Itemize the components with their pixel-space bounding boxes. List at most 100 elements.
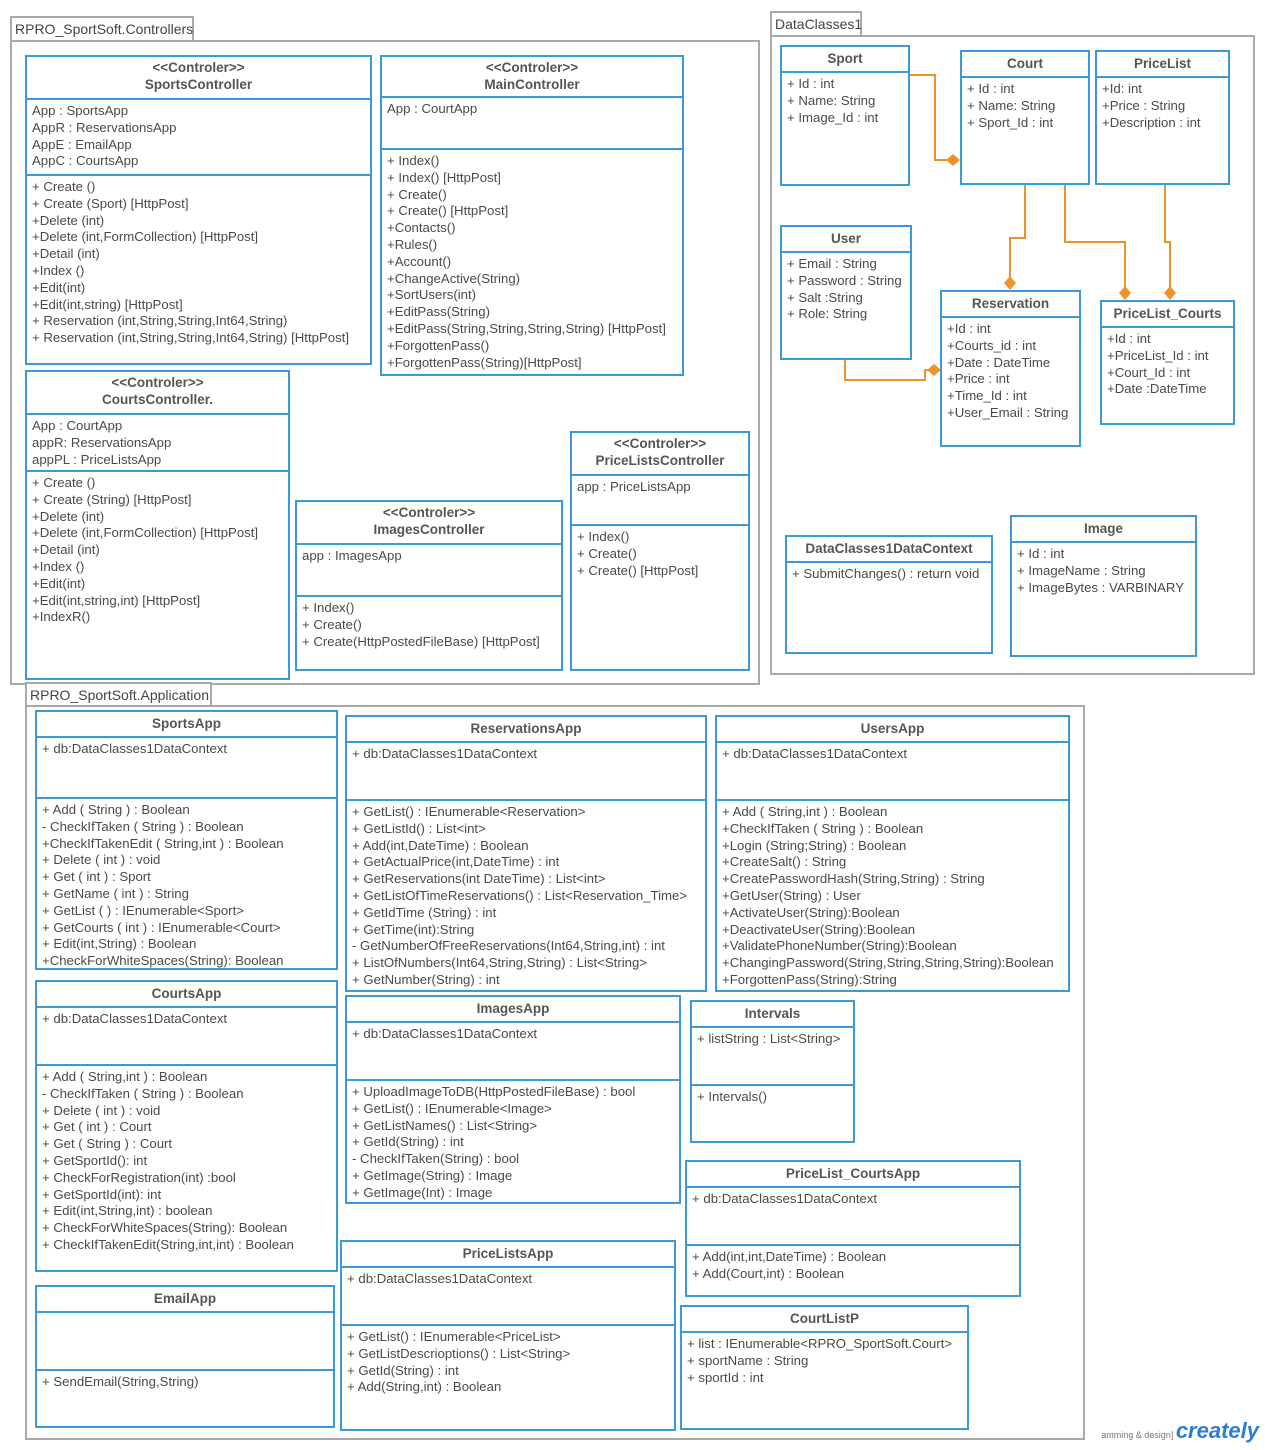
- member-line: + SendEmail(String,String): [42, 1374, 199, 1389]
- member-line: +Courts_id : int: [947, 337, 1037, 353]
- member-line: + db:DataClasses1DataContext: [722, 746, 908, 761]
- member-line: App : CourtApp: [32, 418, 123, 433]
- member-line: + Create() [HttpPost]: [577, 562, 699, 578]
- member-line: +Edit(int): [32, 575, 86, 591]
- class-name: User: [830, 231, 862, 246]
- member-line: + db:DataClasses1DataContext: [347, 1271, 533, 1286]
- member-line: + db:DataClasses1DataContext: [42, 741, 228, 756]
- class-sportsapp[interactable]: SportsApp+ db:DataClasses1DataContext+ A…: [35, 710, 338, 970]
- member-line: + CheckForRegistration(int) :bool: [42, 1169, 236, 1185]
- member-line: + Create(): [577, 545, 637, 561]
- member-line: +Delete (int,FormCollection) [HttpPost]: [32, 229, 259, 245]
- member-line: +Description : int: [1102, 114, 1201, 130]
- member-line: + Get ( int ) : Court: [42, 1119, 152, 1135]
- member-line: + GetId(String) : int: [352, 1134, 464, 1150]
- member-line: + GetListId() : List<int>: [352, 820, 486, 836]
- members-section: + Id : int+ Name: String+ Sport_Id : int: [962, 78, 1088, 183]
- class-pricelistsapp[interactable]: PriceListsApp + db:DataClasses1DataContex…: [340, 1240, 676, 1431]
- class-court[interactable]: Court + Id : int+ Name: String+ Sport_Id …: [960, 50, 1090, 185]
- class-sport[interactable]: Sport+ Id : int+ Name: String+ Image_Id …: [780, 45, 910, 186]
- class-name: Court: [1007, 56, 1043, 71]
- class-emailapp[interactable]: EmailApp+ SendEmail(String,String): [35, 1285, 335, 1428]
- members-section: +Id: int+Price : String+Description : in…: [1097, 78, 1228, 183]
- member-line: +Date : DateTime: [947, 354, 1051, 370]
- member-line: +Detail (int): [32, 542, 100, 558]
- class-header: Sport: [782, 47, 908, 73]
- class-header: CourtListP: [682, 1307, 967, 1333]
- attributes-section: + db:DataClasses1DataContext: [687, 1188, 1019, 1246]
- member-line: + Create(): [302, 616, 362, 632]
- class-header: Image: [1012, 517, 1195, 543]
- member-line: +Id : int: [1107, 331, 1151, 346]
- class-imagesapp[interactable]: ImagesApp+ db:DataClasses1DataContext+ U…: [345, 995, 681, 1204]
- class-header: Reservation: [942, 292, 1079, 318]
- attributes-section: app : ImagesApp: [297, 545, 561, 597]
- member-line: + Index(): [387, 153, 440, 168]
- class-intervals[interactable]: Intervals+ listString : List<String>+ In…: [690, 1000, 855, 1143]
- member-line: + Add(int,int,DateTime) : Boolean: [692, 1249, 887, 1264]
- member-line: + Get ( int ) : Sport: [42, 869, 151, 885]
- members-section: + Id : int+ Name: String+ Image_Id : int: [782, 73, 908, 184]
- class-image[interactable]: Image+ Id : int+ ImageName : String+ Ima…: [1010, 515, 1197, 657]
- class-header: ImagesApp: [347, 997, 679, 1023]
- class-courtscontroller[interactable]: <<Controler>>CourtsController.App : Cour…: [25, 370, 290, 680]
- member-line: +Delete (int): [32, 212, 105, 228]
- class-courtsapp[interactable]: CourtsApp+ db:DataClasses1DataContext+ A…: [35, 980, 338, 1272]
- attributes-section: + db:DataClasses1DataContext: [347, 1023, 679, 1081]
- member-line: +Delete (int,FormCollection) [HttpPost]: [32, 525, 259, 541]
- member-line: + SubmitChanges() : return void: [792, 566, 980, 581]
- member-line: + listString : List<String>: [697, 1031, 841, 1046]
- class-pricelist-courtsapp[interactable]: PriceList_CourtsApp+ db:DataClasses1Data…: [685, 1160, 1021, 1297]
- class-name: Image: [1083, 521, 1124, 536]
- package-tab-controllers: RPRO_SportSoft.Controllers: [10, 16, 194, 40]
- member-line: + GetList ( ) : IEnumerable<Sport>: [42, 902, 244, 918]
- member-line: + Add(int,DateTime) : Boolean: [352, 837, 529, 853]
- class-user[interactable]: User+ Email : String+ Password : String+…: [780, 225, 912, 360]
- member-line: + GetListOfTimeReservations() : List<Res…: [352, 887, 688, 903]
- class-reservationsapp[interactable]: ReservationsApp+ db:DataClasses1DataCont…: [345, 715, 707, 992]
- member-line: +GetUser(String) : User: [722, 887, 861, 903]
- member-line: + Delete ( int ) : void: [42, 852, 161, 868]
- member-line: + Create (): [32, 475, 96, 490]
- class-pricelist-courts[interactable]: PriceList_Courts+Id : int+PriceList_Id :…: [1100, 300, 1235, 425]
- member-line: +EditPass(String,String,String,String) […: [387, 320, 666, 336]
- attributes-section: + db:DataClasses1DataContext: [347, 743, 705, 801]
- member-line: +CreatePasswordHash(String,String) : Str…: [722, 871, 985, 887]
- member-line: + Create(HttpPostedFileBase) [HttpPost]: [302, 633, 540, 649]
- member-line: + Create(): [387, 186, 447, 202]
- attributes-section: app : PriceListsApp: [572, 476, 748, 526]
- member-line: + list : IEnumerable<RPRO_SportSoft.Cour…: [687, 1336, 952, 1351]
- class-name: PriceListsApp: [462, 1246, 554, 1261]
- member-line: + GetIdTime (String) : int: [352, 904, 497, 920]
- member-line: + Index() [HttpPost]: [387, 169, 501, 185]
- class-header: PriceListsApp: [342, 1242, 674, 1268]
- member-line: + GetImage(Int) : Image: [352, 1184, 493, 1200]
- member-line: +ActivateUser(String):Boolean: [722, 904, 900, 920]
- class-pricelist[interactable]: PriceList+Id: int+Price : String+Descrip…: [1095, 50, 1230, 185]
- class-datacontext[interactable]: DataClasses1DataContext+ SubmitChanges()…: [785, 535, 993, 654]
- class-usersapp[interactable]: UsersApp + db:DataClasses1DataContext + Ad…: [715, 715, 1070, 992]
- member-line: appR: ReservationsApp: [32, 434, 172, 450]
- member-line: + Reservation (int,String,String,Int64,S…: [32, 330, 350, 346]
- member-line: + CheckIfTakenEdit(String,int,int) : Boo…: [42, 1236, 294, 1252]
- operations-section: + Add ( String,int ) : Boolean- CheckIfT…: [37, 1066, 336, 1270]
- class-courtlistp[interactable]: CourtListP + list : IEnumerable<RPRO_Spor…: [680, 1305, 969, 1430]
- member-line: + Create() [HttpPost]: [387, 203, 509, 219]
- member-line: +ForgottenPass(String):String: [722, 971, 897, 987]
- class-name: PriceListsController: [595, 452, 725, 468]
- member-line: +Rules(): [387, 236, 438, 252]
- class-reservation[interactable]: Reservation+Id : int+Courts_id : int+Dat…: [940, 290, 1081, 447]
- member-line: - CheckIfTaken ( String ) : Boolean: [42, 818, 244, 834]
- member-line: + Role: String: [787, 306, 868, 322]
- member-line: + sportName : String: [687, 1352, 809, 1368]
- class-name: UsersApp: [860, 721, 925, 736]
- member-line: + Add ( String,int ) : Boolean: [722, 804, 888, 819]
- members-section: +Id : int+Courts_id : int+Date : DateTim…: [942, 318, 1079, 445]
- member-line: + Image_Id : int: [787, 109, 879, 125]
- member-line: + GetList() : IEnumerable<Reservation>: [352, 804, 586, 819]
